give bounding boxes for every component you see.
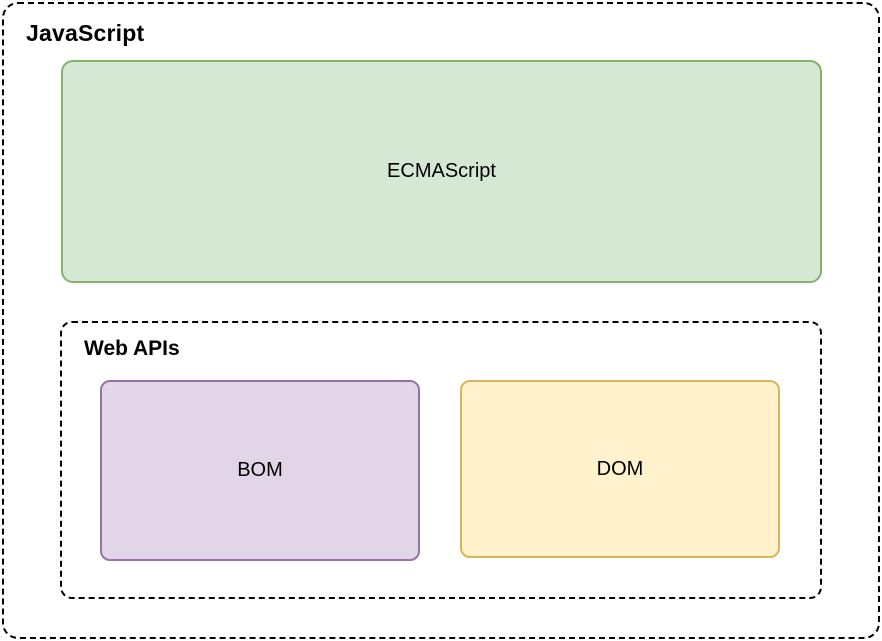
dom-label: DOM (596, 457, 644, 480)
bom-box: BOM (100, 380, 420, 561)
web-apis-label: Web APIs (84, 337, 180, 360)
web-apis-container: Web APIs (60, 321, 822, 599)
dom-box: DOM (460, 380, 780, 558)
ecmascript-box: ECMAScript (61, 60, 822, 283)
ecmascript-label: ECMAScript (387, 160, 496, 182)
javascript-label: JavaScript (26, 20, 145, 46)
bom-label: BOM (237, 459, 283, 481)
